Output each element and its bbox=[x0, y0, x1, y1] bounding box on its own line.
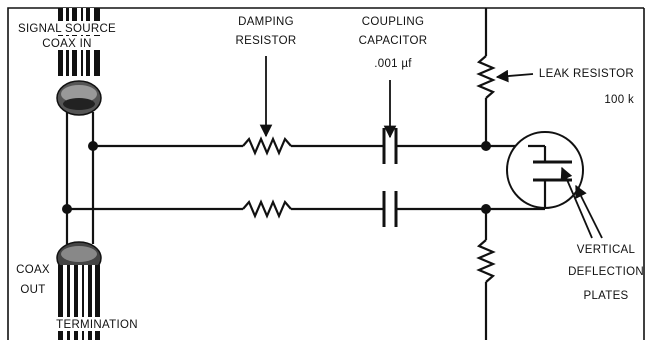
diagram-frame bbox=[7, 7, 645, 340]
damping-resistor-label: RESISTOR bbox=[236, 35, 297, 47]
plate-arrow-upper bbox=[560, 166, 593, 239]
plate-arrow-lower bbox=[575, 184, 603, 239]
upper-damping-resistor bbox=[242, 136, 292, 156]
leak-resistor-label: LEAK RESISTOR bbox=[539, 68, 634, 80]
deflection-label: DEFLECTION bbox=[568, 266, 644, 278]
coax-cable bbox=[56, 8, 102, 340]
upper-junction-dot bbox=[88, 141, 98, 151]
capacitance-value-label: .001 µf bbox=[374, 58, 412, 70]
termination-label: TERMINATION bbox=[56, 319, 138, 331]
coax-in-label: COAX IN bbox=[42, 38, 91, 50]
plates-label: PLATES bbox=[583, 290, 628, 302]
coax-out-label-line2: OUT bbox=[20, 284, 45, 296]
leak-resistor-arrow bbox=[495, 69, 534, 83]
vertical-label: VERTICAL bbox=[577, 244, 636, 256]
lower-leak-resistor bbox=[476, 209, 496, 340]
capacitor-label: CAPACITOR bbox=[359, 35, 428, 47]
coax-out-label-line1: COAX bbox=[16, 264, 50, 276]
upper-leak-resistor bbox=[476, 8, 496, 146]
signal-source-label: SIGNAL SOURCE bbox=[18, 23, 116, 35]
lower-signal-line bbox=[62, 191, 528, 227]
damping-label: DAMPING bbox=[238, 16, 294, 28]
lower-junction-dot bbox=[62, 204, 72, 214]
coupling-label: COUPLING bbox=[362, 16, 424, 28]
crt-deflection-assembly bbox=[506, 131, 584, 211]
lower-damping-resistor bbox=[242, 199, 292, 219]
upper-signal-line bbox=[88, 128, 528, 164]
leak-resistor-value-label: 100 k bbox=[604, 94, 634, 106]
